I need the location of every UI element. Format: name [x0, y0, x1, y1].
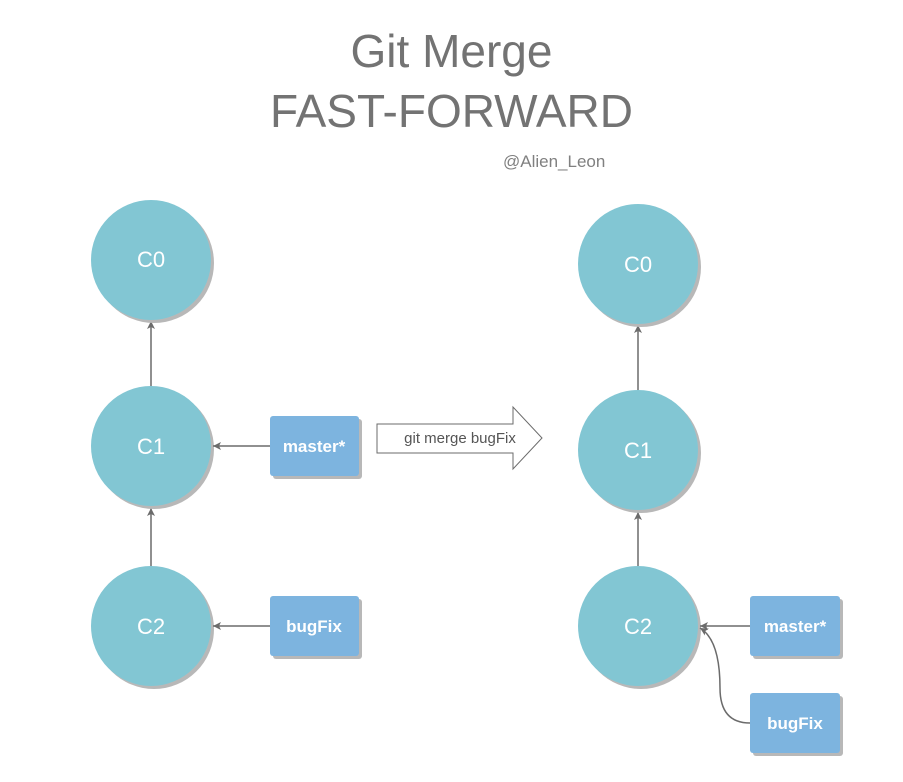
branch-master-after-label: master* — [764, 617, 827, 636]
branch-master-before: master* — [270, 416, 359, 476]
commit-c2-after: C2 — [578, 566, 698, 686]
branch-master-after: master* — [750, 596, 840, 656]
pointer-bugfix-after — [699, 627, 751, 724]
merge-operation-label: git merge bugFix — [404, 430, 516, 447]
commit-c2-after-label: C2 — [624, 614, 652, 639]
title-line-2: FAST-FORWARD — [270, 85, 633, 137]
author-credit: @Alien_Leon — [503, 152, 606, 171]
commit-c0-after-label: C0 — [624, 252, 652, 277]
commit-c1-after-label: C1 — [624, 438, 652, 463]
commit-c1-before-label: C1 — [137, 434, 165, 459]
branch-bugfix-before: bugFix — [270, 596, 359, 656]
commit-c1-before: C1 — [91, 386, 211, 506]
commit-c2-before-label: C2 — [137, 614, 165, 639]
branch-bugfix-after-label: bugFix — [767, 714, 823, 733]
commit-c2-before: C2 — [91, 566, 211, 686]
commit-c0-before: C0 — [91, 200, 211, 320]
branch-bugfix-before-label: bugFix — [286, 617, 342, 636]
branch-master-before-label: master* — [283, 437, 346, 456]
commit-c0-after: C0 — [578, 204, 698, 324]
merge-operation-arrow: git merge bugFix — [376, 405, 543, 471]
commit-c1-after: C1 — [578, 390, 698, 510]
title-line-1: Git Merge — [350, 25, 553, 77]
commit-c0-before-label: C0 — [137, 247, 165, 272]
branch-bugfix-after: bugFix — [750, 693, 840, 753]
